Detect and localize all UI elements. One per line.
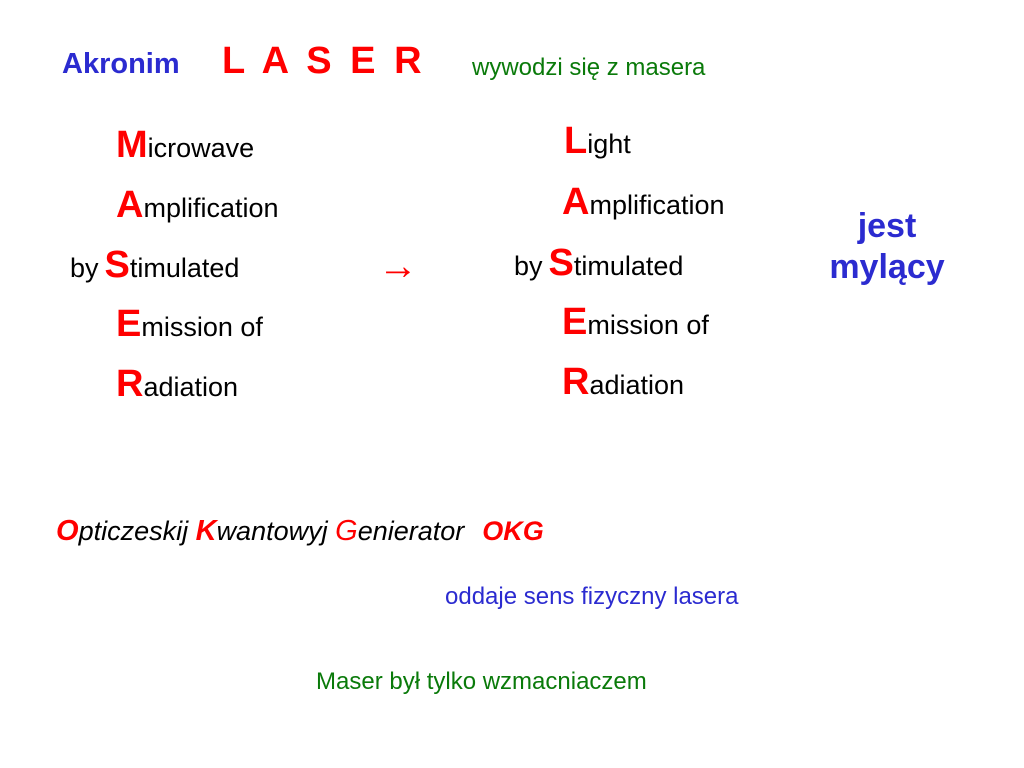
okg-word-2-rest: wantowyj: [216, 516, 328, 546]
physical-sense-note: oddaje sens fizyczny lasera: [445, 583, 739, 610]
maser-initial: S: [104, 244, 130, 286]
maser-word-rest: icrowave: [147, 133, 255, 163]
laser-word-rest: mission of: [587, 310, 709, 340]
okg-abbreviation: OKG: [482, 516, 544, 546]
laser-initial: S: [548, 242, 574, 284]
maser-initial: M: [116, 124, 148, 166]
laser-row-2: Amplification: [562, 183, 725, 221]
laser-word-rest: mplification: [589, 190, 725, 220]
maser-initial: A: [116, 184, 144, 226]
okg-initial-o: O: [56, 515, 79, 547]
verdict-block: jest mylący: [800, 206, 974, 288]
maser-row-5: Radiation: [116, 365, 238, 403]
maser-word-rest: timulated: [129, 253, 240, 283]
laser-prefix: by: [514, 251, 543, 281]
akronim-label: Akronim: [62, 48, 180, 80]
maser-initial: R: [116, 363, 144, 405]
laser-word-rest: ight: [587, 129, 631, 159]
maser-amplifier-note: Maser był tylko wzmacniaczem: [316, 668, 647, 695]
laser-title: L A S E R: [222, 40, 426, 82]
laser-row-5: Radiation: [562, 363, 684, 401]
okg-line: Opticzeskij Kwantowyj Genierator OKG: [56, 515, 544, 548]
laser-row-4: Emission of: [562, 303, 709, 341]
okg-word-1-rest: pticzeskij: [78, 516, 189, 546]
maser-word-rest: mplification: [143, 193, 279, 223]
maser-initial: E: [116, 303, 142, 345]
maser-row-1: Microwave: [116, 126, 254, 164]
maser-word-rest: mission of: [141, 312, 263, 342]
maser-row-2: Amplification: [116, 186, 279, 224]
verdict-line-1: jest: [857, 207, 917, 245]
okg-word-3-rest: enierator: [357, 516, 465, 546]
laser-initial: R: [562, 361, 590, 403]
laser-initial: E: [562, 301, 588, 343]
maser-row-4: Emission of: [116, 305, 263, 343]
laser-row-1: Light: [564, 122, 631, 160]
okg-initial-g: G: [335, 515, 358, 547]
laser-word-rest: timulated: [573, 251, 684, 281]
maser-word-rest: adiation: [143, 372, 239, 402]
laser-word-rest: adiation: [589, 370, 685, 400]
right-arrow-icon: →: [378, 244, 418, 288]
origin-note: wywodzi się z masera: [472, 54, 706, 81]
maser-prefix: by: [70, 253, 99, 283]
verdict-line-2: mylący: [829, 247, 945, 286]
laser-initial: L: [564, 120, 588, 162]
okg-initial-k: K: [195, 515, 217, 547]
laser-initial: A: [562, 181, 590, 223]
